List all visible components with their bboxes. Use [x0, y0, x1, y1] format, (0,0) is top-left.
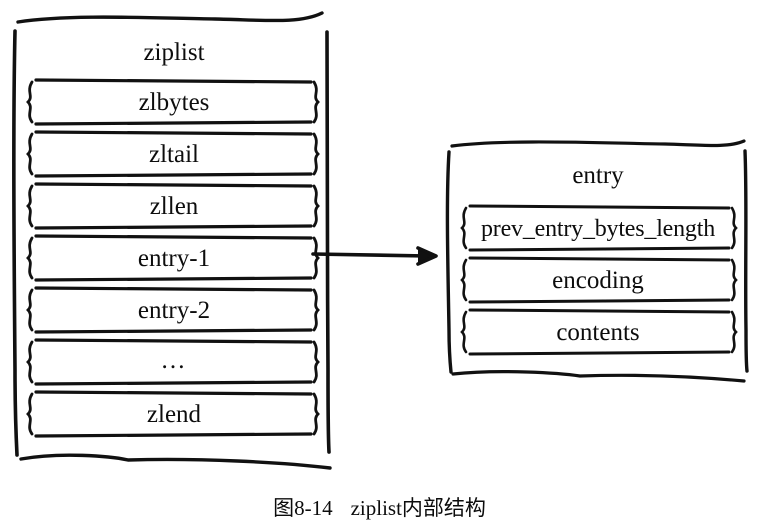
- figure-caption: 图8-14 ziplist内部结构: [0, 492, 759, 522]
- ziplist-row-label-zlend: zlend: [146, 401, 202, 428]
- ziplist-title: ziplist: [143, 39, 205, 66]
- ziplist-row-label-zltail: zltail: [149, 141, 199, 168]
- arrow-right-icon: [311, 246, 438, 266]
- ziplist-row-label-ellipsis: …: [160, 347, 188, 374]
- figure-caption-number: 图8-14: [273, 496, 333, 520]
- ziplist-row-label-zlbytes: zlbytes: [138, 89, 210, 116]
- ziplist-row-label-entry-1: entry-1: [137, 245, 211, 272]
- ziplist-row-label-entry-2: entry-2: [137, 297, 211, 324]
- entry-row-label-prev-entry-bytes-length: prev_entry_bytes_length: [480, 216, 715, 242]
- ziplist-outer-frame: [12, 11, 332, 470]
- entry-row-label-encoding: encoding: [552, 267, 644, 294]
- entry-row-label-contents: contents: [556, 319, 640, 346]
- ziplist-row-label-zllen: zllen: [149, 193, 199, 220]
- entry-title: entry: [572, 162, 624, 189]
- figure-caption-title: ziplist内部结构: [350, 496, 486, 520]
